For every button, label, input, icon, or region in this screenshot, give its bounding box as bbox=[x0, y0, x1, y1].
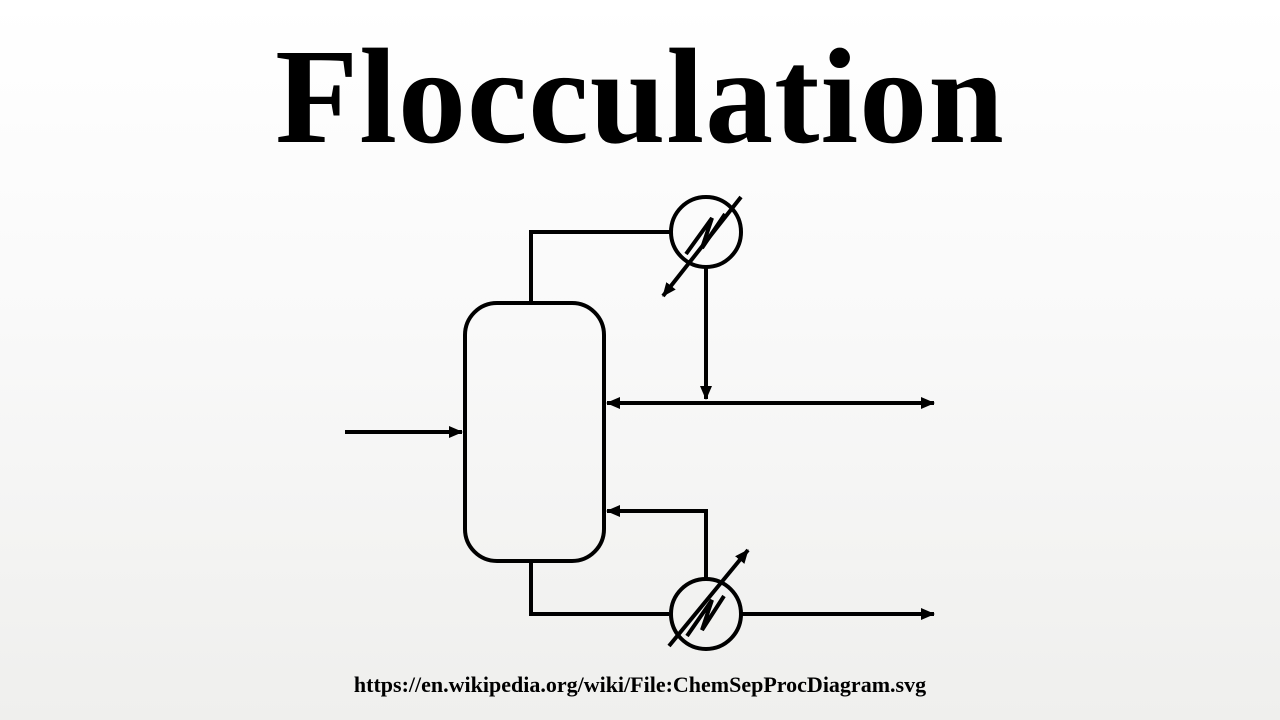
heat-exchanger-icon bbox=[661, 195, 743, 298]
condenser-coolant-arrow bbox=[661, 195, 743, 298]
reboiler-heating-arrow bbox=[667, 548, 750, 648]
source-url-caption: https://en.wikipedia.org/wiki/File:ChemS… bbox=[353, 672, 927, 697]
page-title: Flocculation bbox=[275, 22, 1005, 172]
heat-exchanger-icon bbox=[667, 548, 750, 651]
reboiler-return-stream bbox=[606, 505, 708, 578]
overhead-vapor-line bbox=[529, 230, 670, 303]
separation-column bbox=[463, 301, 606, 563]
bottoms-line bbox=[529, 561, 669, 616]
reboiler-shell bbox=[669, 577, 743, 651]
reboiler-zigzag bbox=[685, 594, 726, 638]
condenser-zigzag bbox=[684, 212, 727, 256]
condenser-shell bbox=[669, 195, 743, 269]
